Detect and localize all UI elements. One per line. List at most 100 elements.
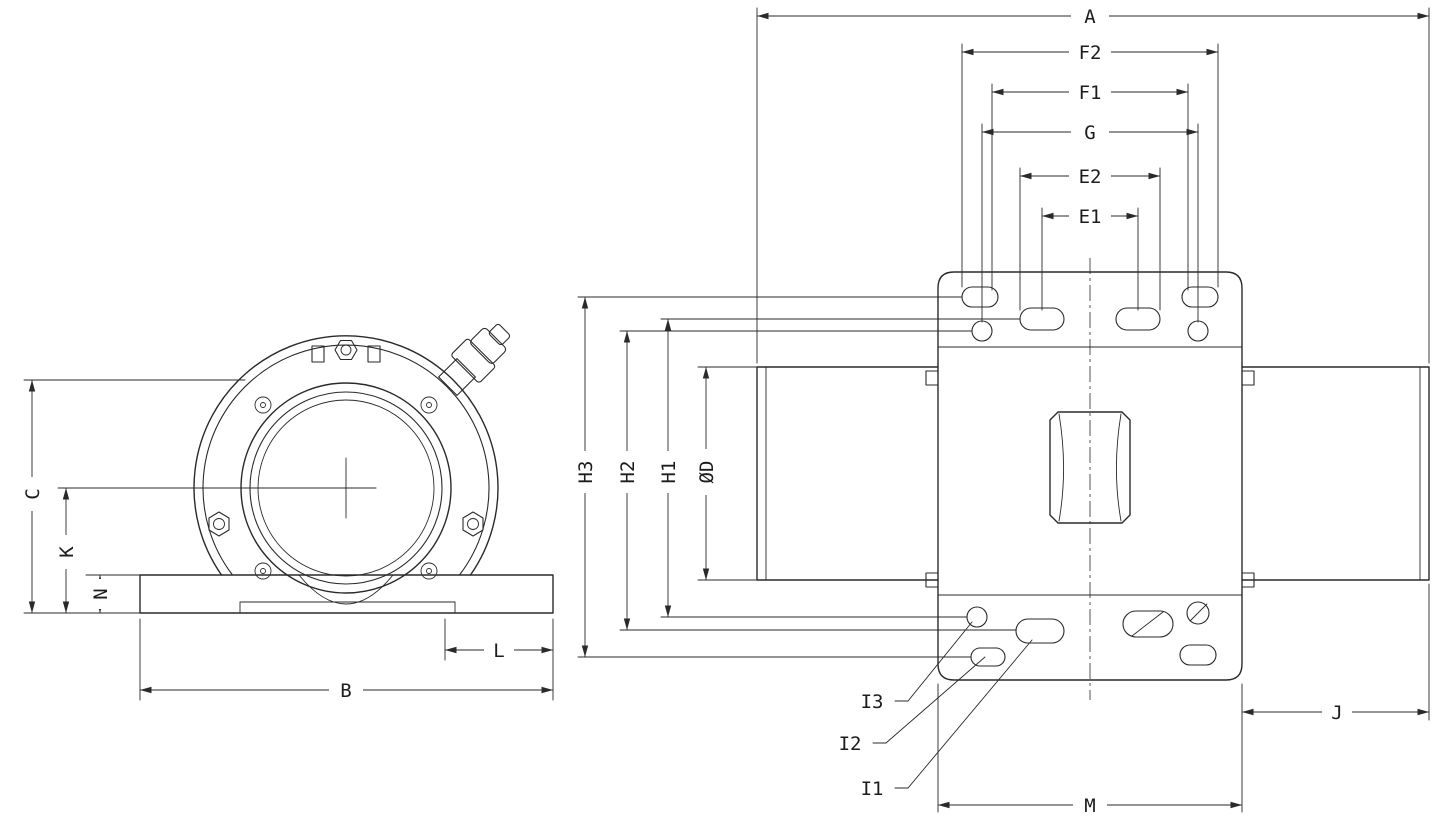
hex-nut-bore [213,518,225,530]
slot-slash [1131,611,1164,637]
dim-label-i1: I1 [861,778,884,800]
hex-bolt-top-icon [334,339,358,361]
dim-label-k: K [56,546,78,558]
gland-body [451,338,496,383]
dim-label-h3: H3 [575,461,597,484]
label-bg [484,639,514,661]
label-bg [1069,205,1111,227]
extension-lines-bottom [937,583,1430,813]
dim-label-n: N [90,588,112,599]
slot-hole [970,647,1006,667]
extension-lines-top-dims [756,7,1430,364]
dim-label-e2-group: E2 [1069,165,1111,188]
dim-label-l-group: L [484,639,514,662]
gland-cap [470,327,507,364]
slot-hole [961,286,999,308]
dim-label-j: J [1331,702,1342,724]
label-bg [1071,5,1109,27]
slot-hole [1115,307,1161,331]
label-bg [1071,121,1109,143]
cable-gland [438,323,511,396]
round-hole [1187,320,1209,342]
dim-label-h1-group: H1 [657,451,680,493]
dim-label-n-group: N [89,579,112,609]
bolt-icon [254,396,272,414]
dim-label-b-group: B [329,679,363,702]
clamp-tabs [925,370,1255,588]
label-bg [1069,41,1111,63]
label-bg [1069,81,1111,103]
dim-label-i3-group: I3 [851,690,893,713]
shaft-bore-barrel [1049,411,1131,524]
label-bg [574,451,596,493]
label-bg [55,535,77,569]
dim-label-l: L [493,640,504,662]
slot-hole [1015,618,1065,644]
hex-nut-icon [208,511,230,537]
extension-lines-h-dims [577,296,1021,658]
flange-outline [937,271,1243,681]
label-bg [829,732,871,754]
hex-nut-bore [467,518,479,530]
dim-label-h3-group: H3 [574,451,597,493]
dim-label-m-group: M [1073,794,1107,817]
dim-label-m: M [1084,795,1095,817]
dim-label-f1: F1 [1079,82,1102,104]
dim-label-k-group: K [55,535,78,569]
label-bg [851,690,893,712]
dim-label-h1: H1 [658,461,680,484]
dim-label-a-group: A [1071,5,1109,28]
front-view [139,323,554,614]
dim-label-b: B [340,680,351,702]
side-hex-plugs [208,511,484,537]
extension-lines-front [23,379,554,701]
top-tabs [311,345,381,363]
hole-slash [1189,603,1208,622]
top-fittings [311,339,381,363]
side-view [756,258,1430,700]
base-bottom-arc [298,574,394,605]
gland-tip [488,323,511,346]
shafts [756,366,1430,581]
label-bg [851,777,893,799]
dim-label-f2-group: F2 [1069,41,1111,64]
slot-hole [1181,286,1219,308]
hex-bolt-top-bore [340,344,352,356]
flange-bolts [254,396,438,580]
dim-label-d-group: ØD [695,449,718,495]
dim-label-j-group: J [1322,701,1352,724]
label-bg [21,477,43,511]
bolt-dot-icon [426,402,432,408]
dimension-labels: A F2 F1 G E2 E1 B L [21,5,1352,817]
dim-label-a: A [1084,6,1096,28]
label-bg [329,679,363,701]
bolt-dot-icon [260,568,266,574]
dim-label-e2: E2 [1079,166,1102,188]
bolt-dot-icon [260,402,266,408]
dim-label-g: G [1084,122,1095,144]
base-recess [239,601,456,614]
dim-label-c: C [22,488,44,499]
leader-lines [872,621,1033,789]
label-bg [1073,794,1107,816]
dim-label-h2: H2 [617,461,639,484]
dim-label-h2-group: H2 [616,451,639,493]
slot-hole [1179,644,1217,666]
bolt-icon [420,562,438,580]
dim-label-f1-group: F1 [1069,81,1111,104]
dim-label-g-group: G [1071,121,1109,144]
dim-label-i1-group: I1 [851,777,893,800]
hex-nut-icon [462,511,484,537]
slot-hole [1019,307,1065,331]
bolt-dot-icon [426,568,432,574]
dimensions [23,7,1430,813]
dim-label-e1-group: E1 [1069,205,1111,228]
label-bg [616,451,638,493]
round-hole [1186,601,1210,625]
label-bg [1322,701,1352,723]
dome-outer [193,335,499,576]
bolt-icon [254,562,272,580]
shaft-end-lines [765,366,1421,581]
